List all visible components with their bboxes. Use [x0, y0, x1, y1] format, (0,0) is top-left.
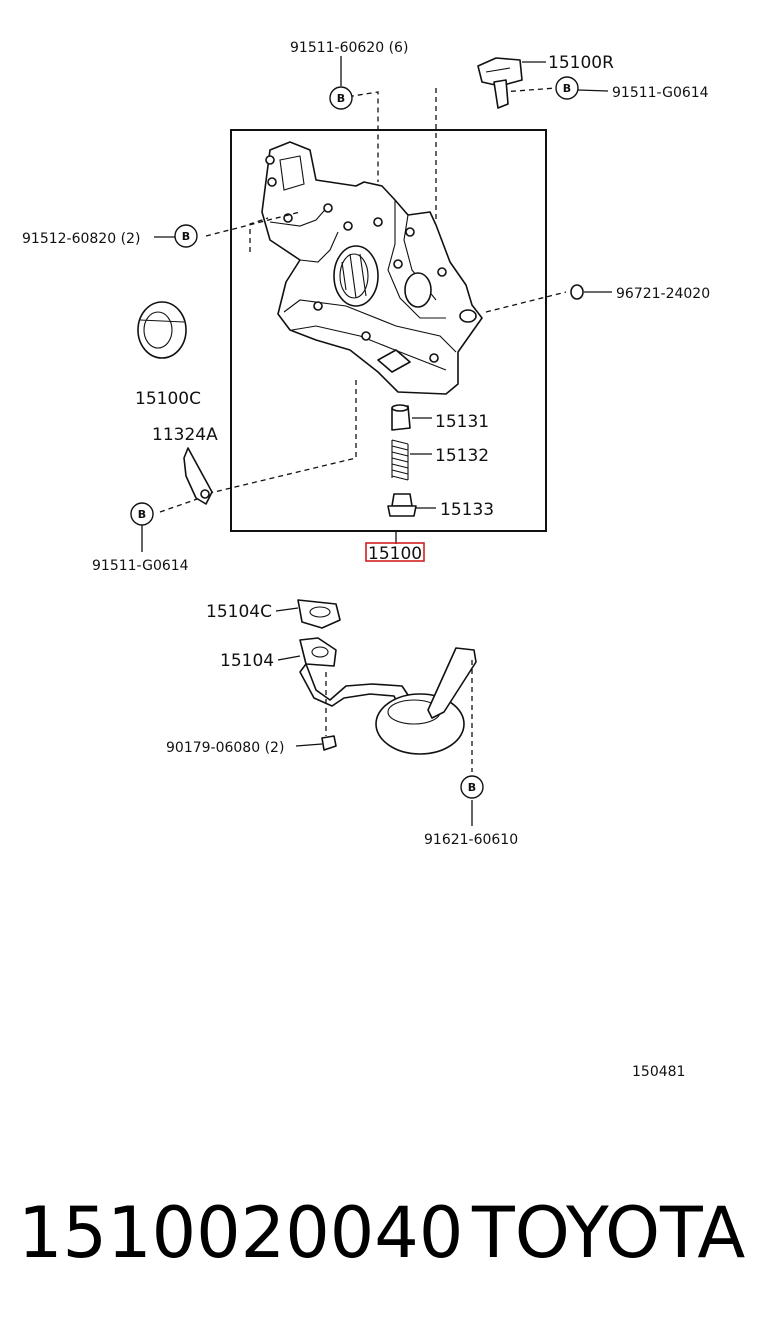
plunger-15131 [391, 404, 411, 431]
svg-text:B: B [337, 92, 345, 105]
label-assembly[interactable]: 15100 [368, 544, 422, 564]
oring-96721 [570, 284, 584, 300]
label-spring: 15132 [435, 446, 489, 466]
oil-pump-body [261, 141, 483, 395]
bolt-marker-bracket: B [130, 502, 154, 552]
seal-15100C [137, 301, 187, 359]
label-seal: 15100C [135, 389, 201, 409]
label-oring: 96721-24020 [616, 286, 710, 302]
bolt-marker-left: B [154, 224, 198, 248]
bolt-marker-top: B [329, 56, 353, 110]
label-strainer: 15104 [220, 651, 274, 671]
bolt-marker-strainer: B [460, 775, 484, 799]
svg-text:B: B [182, 230, 190, 243]
label-plunger: 15131 [435, 412, 489, 432]
leader-bolt-left-b [205, 211, 301, 237]
label-bolt-bracket: 91511-G0614 [92, 558, 189, 574]
label-bolt-strainer: 91621-60610 [424, 832, 518, 848]
plug-15133 [387, 493, 417, 517]
leader-bolt-left-a [249, 217, 269, 252]
label-plug: 15133 [440, 500, 494, 520]
label-nut: 90179-06080 (2) [166, 740, 284, 756]
footer-part-number: 1510020040 [18, 1192, 464, 1274]
label-sensor: 15100R [548, 53, 614, 73]
spring-15132 [391, 439, 409, 481]
bracket-11324A [183, 447, 213, 505]
svg-text:B: B [468, 781, 476, 794]
strainer-15104 [277, 637, 477, 755]
nut-90179 [321, 735, 337, 751]
label-diagram-id: 150481 [632, 1064, 685, 1080]
leader-bracket-bolt [205, 380, 357, 495]
bolt-marker-sensor: B [555, 76, 609, 100]
label-bolt-top: 91511-60620 (6) [290, 40, 408, 56]
gasket-15104C [275, 599, 341, 629]
svg-text:B: B [138, 508, 146, 521]
label-gasket-c: 15104C [206, 602, 272, 622]
label-bolt-sensor: 91511-G0614 [612, 85, 709, 101]
sensor-15100R [477, 57, 546, 109]
assembly-highlight-box [365, 542, 425, 562]
label-bracket: 11324A [152, 425, 218, 445]
label-bolt-left: 91512-60820 (2) [22, 231, 140, 247]
assembly-frame [230, 129, 547, 532]
footer-brand: TOYOTA [472, 1192, 746, 1274]
svg-text:B: B [563, 82, 571, 95]
leader-oring [485, 291, 567, 313]
leader-sensor-bolt [501, 87, 557, 93]
leader-bolt-top [339, 91, 379, 182]
